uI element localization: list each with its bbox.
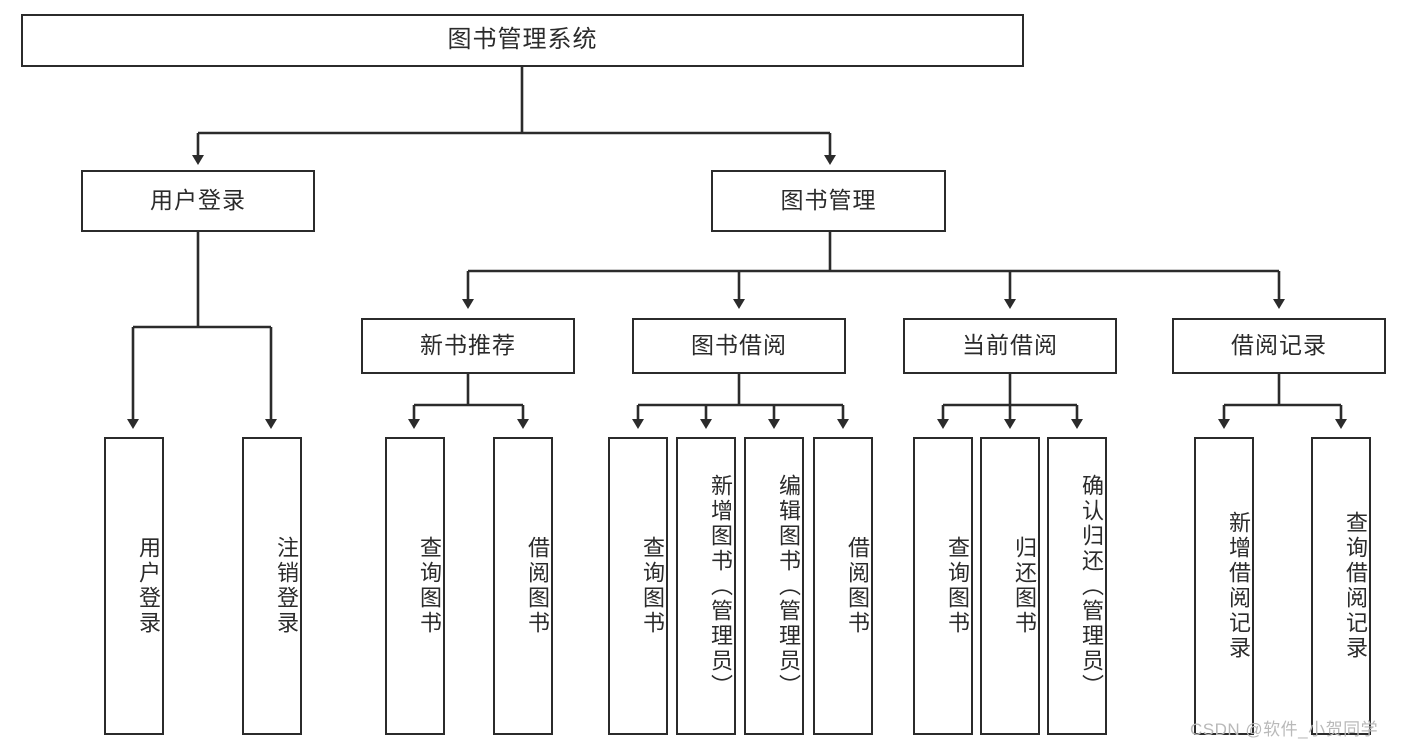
csdn-watermark: CSDN @软件_小贺同学: [1190, 720, 1379, 739]
node-root-system[interactable]: 图书管理系统: [21, 14, 1024, 67]
leaf-logout[interactable]: 注销登录: [242, 437, 302, 735]
node-label: 借阅记录: [1231, 332, 1327, 359]
node-label: 借阅图书: [525, 536, 550, 636]
node-label: 新增图书（管理员）: [708, 473, 733, 699]
node-label: 借阅图书: [845, 536, 870, 636]
node-label: 确认归还（管理员）: [1079, 473, 1104, 699]
leaf-add-book-admin[interactable]: 新增图书（管理员）: [676, 437, 736, 735]
node-label: 编辑图书（管理员）: [776, 473, 801, 699]
node-label: 新增借阅记录: [1226, 511, 1251, 661]
node-label: 新书推荐: [420, 332, 516, 359]
node-label: 查询借阅记录: [1343, 511, 1368, 661]
node-label: 当前借阅: [962, 332, 1058, 359]
leaf-query-book-current[interactable]: 查询图书: [913, 437, 973, 735]
node-book-borrow[interactable]: 图书借阅: [632, 318, 846, 374]
leaf-edit-book-admin[interactable]: 编辑图书（管理员）: [744, 437, 804, 735]
node-label: 归还图书: [1012, 536, 1037, 636]
leaf-query-book-borrow[interactable]: 查询图书: [608, 437, 668, 735]
leaf-borrow-book-recommend[interactable]: 借阅图书: [493, 437, 553, 735]
node-label: 图书借阅: [691, 332, 787, 359]
node-label: 用户登录: [136, 536, 161, 636]
leaf-add-borrow-record[interactable]: 新增借阅记录: [1194, 437, 1254, 735]
node-new-book-recommend[interactable]: 新书推荐: [361, 318, 575, 374]
node-label: 查询图书: [417, 536, 442, 636]
node-book-manage[interactable]: 图书管理: [711, 170, 946, 232]
node-user-login[interactable]: 用户登录: [81, 170, 315, 232]
node-current-borrow[interactable]: 当前借阅: [903, 318, 1117, 374]
node-label: 查询图书: [945, 536, 970, 636]
node-label: 用户登录: [150, 187, 246, 214]
node-label: 查询图书: [640, 536, 665, 636]
node-label: 图书管理: [780, 187, 877, 214]
leaf-return-book[interactable]: 归还图书: [980, 437, 1040, 735]
leaf-user-login[interactable]: 用户登录: [104, 437, 164, 735]
leaf-query-book-recommend[interactable]: 查询图书: [385, 437, 445, 735]
node-label: 图书管理系统: [447, 26, 598, 54]
node-borrow-record[interactable]: 借阅记录: [1172, 318, 1386, 374]
leaf-borrow-book[interactable]: 借阅图书: [813, 437, 873, 735]
leaf-query-borrow-record[interactable]: 查询借阅记录: [1311, 437, 1371, 735]
leaf-confirm-return-admin[interactable]: 确认归还（管理员）: [1047, 437, 1107, 735]
node-label: 注销登录: [274, 536, 299, 636]
